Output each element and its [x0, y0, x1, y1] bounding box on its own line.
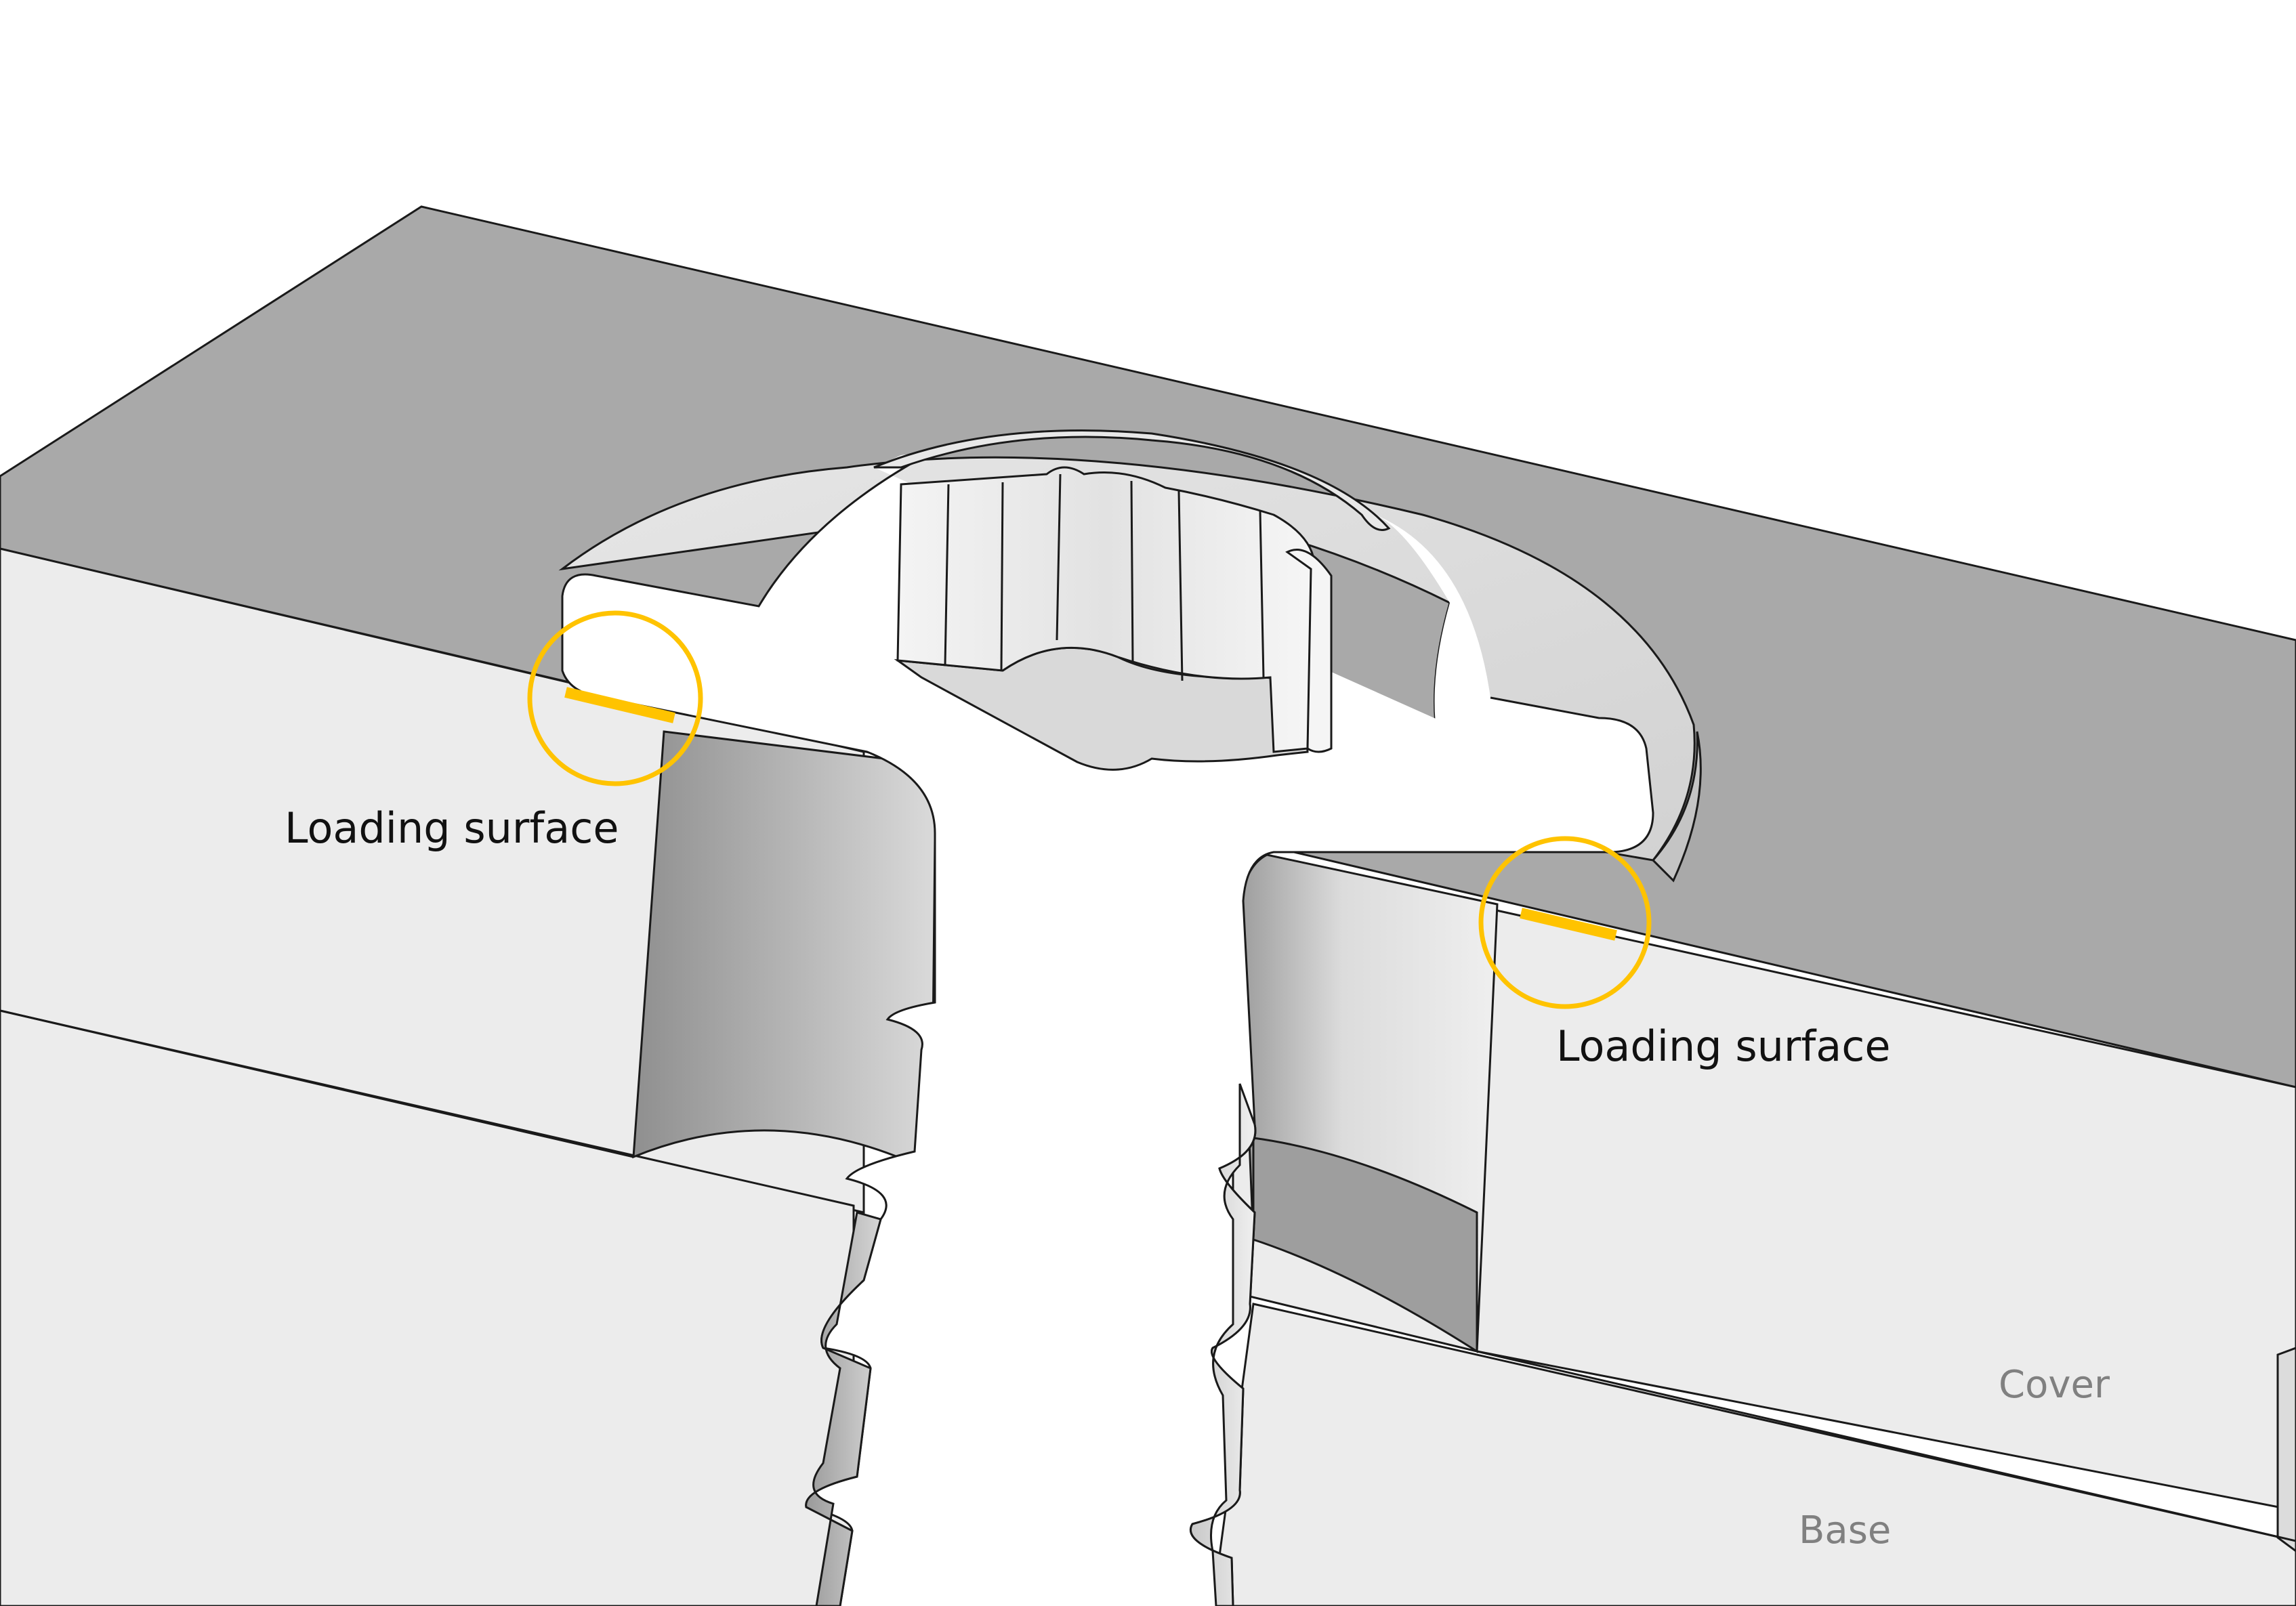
- loading-surface-bar-left: [564, 687, 675, 723]
- loading-surface-marker-left: [527, 610, 703, 786]
- thread-flank-left: [805, 1211, 882, 1606]
- torx-edge-2: [1000, 482, 1004, 671]
- cover-base-seam-left: [0, 1009, 634, 1158]
- base-right-end-face: [2276, 1347, 2296, 1552]
- cover-label: Cover: [1999, 1363, 2110, 1407]
- counterbore-floor-right: [1252, 1137, 1478, 1353]
- torx-lobe-right: [1285, 549, 1333, 753]
- screw-head-rim: [1651, 731, 1702, 883]
- torx-edge-1: [944, 484, 950, 666]
- torx-edge-6: [1259, 511, 1265, 678]
- counterbore-wall-left: [632, 730, 936, 1174]
- base-cut-face-left: [0, 1009, 855, 1606]
- screw-head-dome: [558, 456, 1696, 862]
- base-label: Base: [1799, 1508, 1891, 1552]
- loading-surface-marker-right: [1478, 836, 1652, 1009]
- thread-flank-right: [1190, 1083, 1257, 1606]
- torx-edge-5: [1177, 490, 1184, 681]
- loading-surface-bar-right: [1520, 908, 1617, 941]
- torx-edge-3: [1056, 473, 1062, 641]
- loading-surface-label-right: Loading surface: [1556, 1021, 1890, 1071]
- cover-base-seam-right: [1476, 1350, 2296, 1542]
- loading-surface-label-left: Loading surface: [285, 803, 619, 853]
- torx-recess-rim: [873, 429, 1391, 531]
- torx-edge-4: [1130, 480, 1134, 664]
